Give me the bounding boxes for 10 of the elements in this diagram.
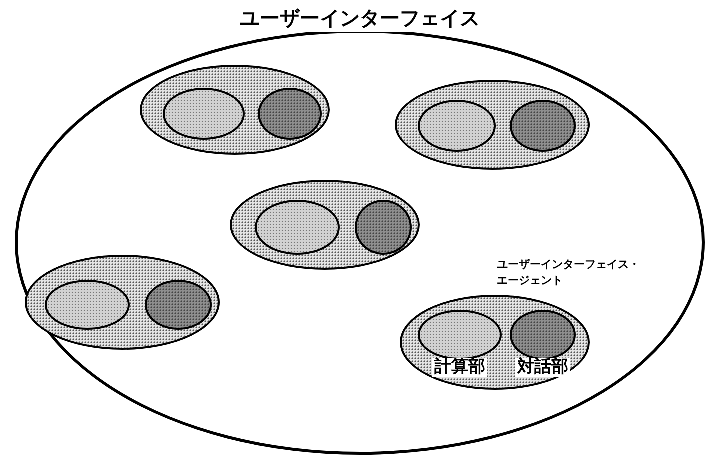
module-ellipse [255, 200, 340, 255]
module-ellipse [418, 100, 496, 152]
module-label: 対話部 [516, 358, 570, 377]
module-ellipse [145, 280, 212, 330]
module-ellipse [45, 280, 130, 330]
module-ellipse [258, 88, 322, 140]
module-ellipse [355, 200, 412, 255]
module-ellipse [510, 100, 576, 152]
module-ellipse [163, 88, 245, 140]
module-label: 計算部 [432, 358, 488, 377]
